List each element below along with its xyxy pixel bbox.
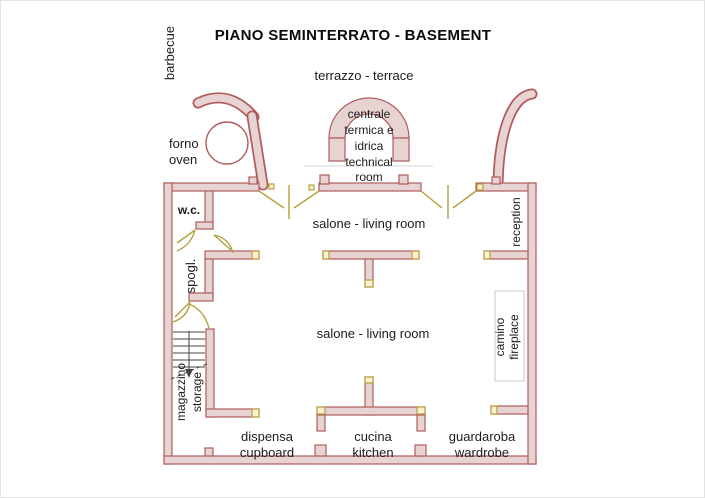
arch-band [328, 97, 410, 139]
french-door-right [420, 185, 477, 219]
label-barbecue: barbecue [162, 26, 177, 80]
label-cupboard-1: dispensa [241, 429, 294, 444]
right-curve-fill [494, 90, 536, 189]
label-wardrobe-1: guardaroba [449, 429, 516, 444]
outer-wall-right [527, 182, 537, 465]
label-terrace: terrazzo - terrace [315, 68, 414, 83]
pilaster [204, 447, 214, 457]
corridor-door-swing [172, 301, 191, 323]
oven-diagonal-wall [246, 110, 269, 191]
label-technical-room-line: termica e [344, 123, 394, 137]
label-storage-1: magazzino [174, 363, 188, 421]
door-jamb [268, 183, 275, 190]
label-storage-2: storage [190, 372, 204, 412]
door-symbols [172, 185, 477, 329]
arch-leg-left [328, 137, 346, 162]
storage-wall-v [205, 328, 215, 418]
interior-walls [188, 190, 529, 432]
label-technical-room-line: technical [345, 155, 392, 169]
pilaster [398, 174, 409, 185]
barbecue-wall [192, 92, 260, 123]
storage-wall-h [205, 408, 260, 418]
door-jambs [251, 183, 498, 418]
label-wardrobe-2: wardrobe [454, 445, 509, 460]
reception-wall-bottom [483, 250, 529, 260]
staircase [170, 331, 210, 380]
door-jamb [308, 184, 315, 191]
door-jamb [322, 250, 330, 260]
label-technical-room-line: centrale [348, 107, 391, 121]
outer-walls [163, 174, 537, 465]
label-living-room-upper: salone - living room [313, 216, 426, 231]
label-reception: reception [509, 197, 523, 246]
french-door-left [258, 185, 320, 219]
door-jamb [251, 408, 260, 418]
label-wc: w.c. [177, 203, 200, 217]
label-changing-room: spogl. [183, 259, 198, 294]
changing-room-wall-v [204, 258, 214, 298]
pilaster [491, 176, 501, 185]
door-jamb [476, 183, 484, 191]
technical-room-arch [328, 97, 410, 162]
changing-room-door-swing [213, 234, 234, 254]
kitchen-wall-h [316, 406, 426, 416]
stair-arrow [185, 369, 193, 378]
fireplace-box [494, 290, 525, 382]
label-kitchen-2: kitchen [352, 445, 393, 460]
wc-door-swing [176, 229, 196, 252]
label-technical-room: centrale termica e idrica technical room [344, 107, 394, 184]
label-kitchen-1: cucina [354, 429, 392, 444]
page-title: PIANO SEMINTERRATO - BASEMENT [215, 27, 492, 44]
arch-leg-right [392, 137, 410, 162]
door-jamb [251, 250, 260, 260]
storage-door-swing [188, 303, 210, 329]
label-fireplace-2: fireplace [507, 314, 521, 360]
outer-wall-top-right [475, 182, 537, 192]
outer-wall-left [163, 182, 173, 465]
pilaster [248, 176, 258, 185]
changing-room-wall-h [204, 250, 260, 260]
oven-circle [205, 121, 249, 165]
door-jamb [411, 250, 420, 260]
label-living-room-lower: salone - living room [317, 326, 430, 341]
oven-wall-fill [248, 112, 267, 189]
door-jamb [316, 406, 326, 415]
changing-room-wall-jog [188, 292, 214, 302]
kitchen-wall-leg-left [316, 414, 326, 432]
right-curved-wall [492, 88, 538, 191]
label-technical-room-line: room [355, 170, 382, 184]
pilaster [414, 444, 427, 457]
door-jamb [490, 405, 498, 415]
label-oven-1: forno [169, 136, 199, 151]
kitchen-wall-leg-right [416, 414, 426, 432]
door-jamb [364, 376, 374, 384]
label-fireplace-1: camino [493, 317, 507, 356]
outer-wall-top-center [318, 182, 422, 192]
door-jamb [364, 279, 374, 288]
pilaster [319, 174, 330, 185]
outer-wall-top-left [163, 182, 260, 192]
label-oven-2: oven [169, 152, 197, 167]
door-jamb [416, 406, 426, 415]
door-jamb [483, 250, 491, 260]
pilaster [314, 444, 327, 457]
wc-wall-bottom [195, 221, 214, 230]
label-cupboard-2: cupboard [240, 445, 294, 460]
label-technical-room-line: idrica [355, 139, 384, 153]
living-room-divider-h [322, 250, 420, 260]
